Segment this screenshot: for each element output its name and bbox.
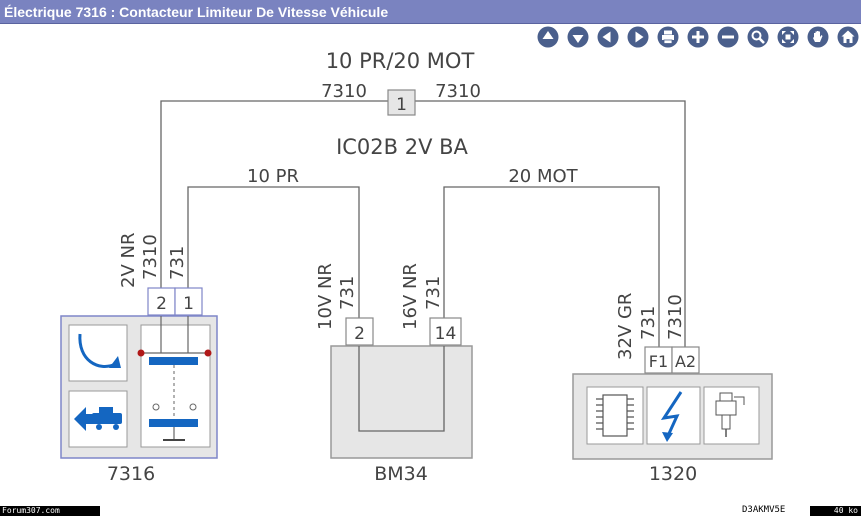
home-icon[interactable]: [836, 25, 860, 49]
wire-bm34-a-label: 731: [337, 276, 358, 310]
top-wire-right-label: 7310: [435, 81, 481, 102]
hand-pan-icon[interactable]: [806, 25, 830, 49]
pin-7316-2: [147, 287, 176, 316]
mid-harness-label: IC02B 2V BA: [336, 135, 468, 159]
wire-bm34-b-label: 731: [423, 276, 444, 310]
contact-dot-left: [137, 349, 145, 357]
pin-bm34-14-label: 14: [435, 324, 457, 344]
magnifier-icon[interactable]: [746, 25, 770, 49]
pin-bm34-14: [429, 317, 462, 346]
zoom-in-icon[interactable]: [686, 25, 710, 49]
wire-harness: [160, 100, 686, 347]
toolbar: [0, 24, 861, 50]
fit-screen-icon[interactable]: [776, 25, 800, 49]
conn-bm34-b-label: 16V NR: [400, 263, 421, 330]
pin-7316-1-label: 1: [183, 294, 194, 314]
pin-bm34-2-label: 2: [354, 324, 365, 344]
top-junction-label: 1: [396, 95, 407, 115]
component-bm34: 2 14: [330, 317, 473, 459]
file-size-badge: 40 ko: [810, 506, 861, 516]
zoom-out-icon[interactable]: [716, 25, 740, 49]
pin-7316-2-label: 2: [156, 294, 167, 314]
print-icon[interactable]: [656, 25, 680, 49]
top-wire-left-label: 7310: [321, 81, 367, 102]
pin-bm34-2: [345, 317, 374, 346]
conn-bm34-a-label: 10V NR: [315, 263, 336, 330]
pin-7316-1: [174, 287, 203, 316]
switch-contacts-icon: [140, 324, 211, 448]
component-1320: F1 A2: [572, 346, 773, 460]
pin-1320-a2: [671, 346, 700, 374]
top-harness-label: 10 PR/20 MOT: [326, 49, 475, 73]
left-branch-label: 10 PR: [247, 166, 299, 187]
contact-dot-right: [204, 349, 212, 357]
wire-1320-b-label: 7310: [665, 294, 686, 340]
arrow-down-icon[interactable]: [566, 25, 590, 49]
lightning-icon: [646, 386, 701, 445]
pin-1320-f1-label: F1: [649, 352, 668, 371]
arrow-left-icon[interactable]: [596, 25, 620, 49]
conn-1320-label: 32V GR: [615, 293, 636, 360]
component-7316: 2 1: [60, 287, 218, 459]
pin-1320-f1: [644, 346, 673, 374]
right-branch-label: 20 MOT: [508, 166, 578, 187]
arrow-up-icon[interactable]: [536, 25, 560, 49]
wire-7316-a-label: 7310: [140, 234, 161, 280]
curved-arrow-icon: [68, 324, 128, 382]
top-junction-box: [387, 89, 416, 116]
component-bm34-body: [330, 345, 473, 459]
document-code: D3AKMV5E: [742, 505, 786, 515]
conn-7316-label: 2V NR: [118, 233, 139, 288]
wire-1320-a-label: 731: [638, 306, 659, 340]
site-watermark: Forum307.com: [0, 506, 100, 516]
pin-1320-a2-label: A2: [675, 352, 696, 371]
wire-7316-b-label: 731: [167, 246, 188, 280]
component-bm34-label: BM34: [374, 463, 428, 485]
component-7316-label: 7316: [107, 463, 155, 485]
window-title: Électrique 7316 : Contacteur Limiteur De…: [0, 0, 861, 24]
arrow-right-icon[interactable]: [626, 25, 650, 49]
component-1320-label: 1320: [649, 463, 697, 485]
